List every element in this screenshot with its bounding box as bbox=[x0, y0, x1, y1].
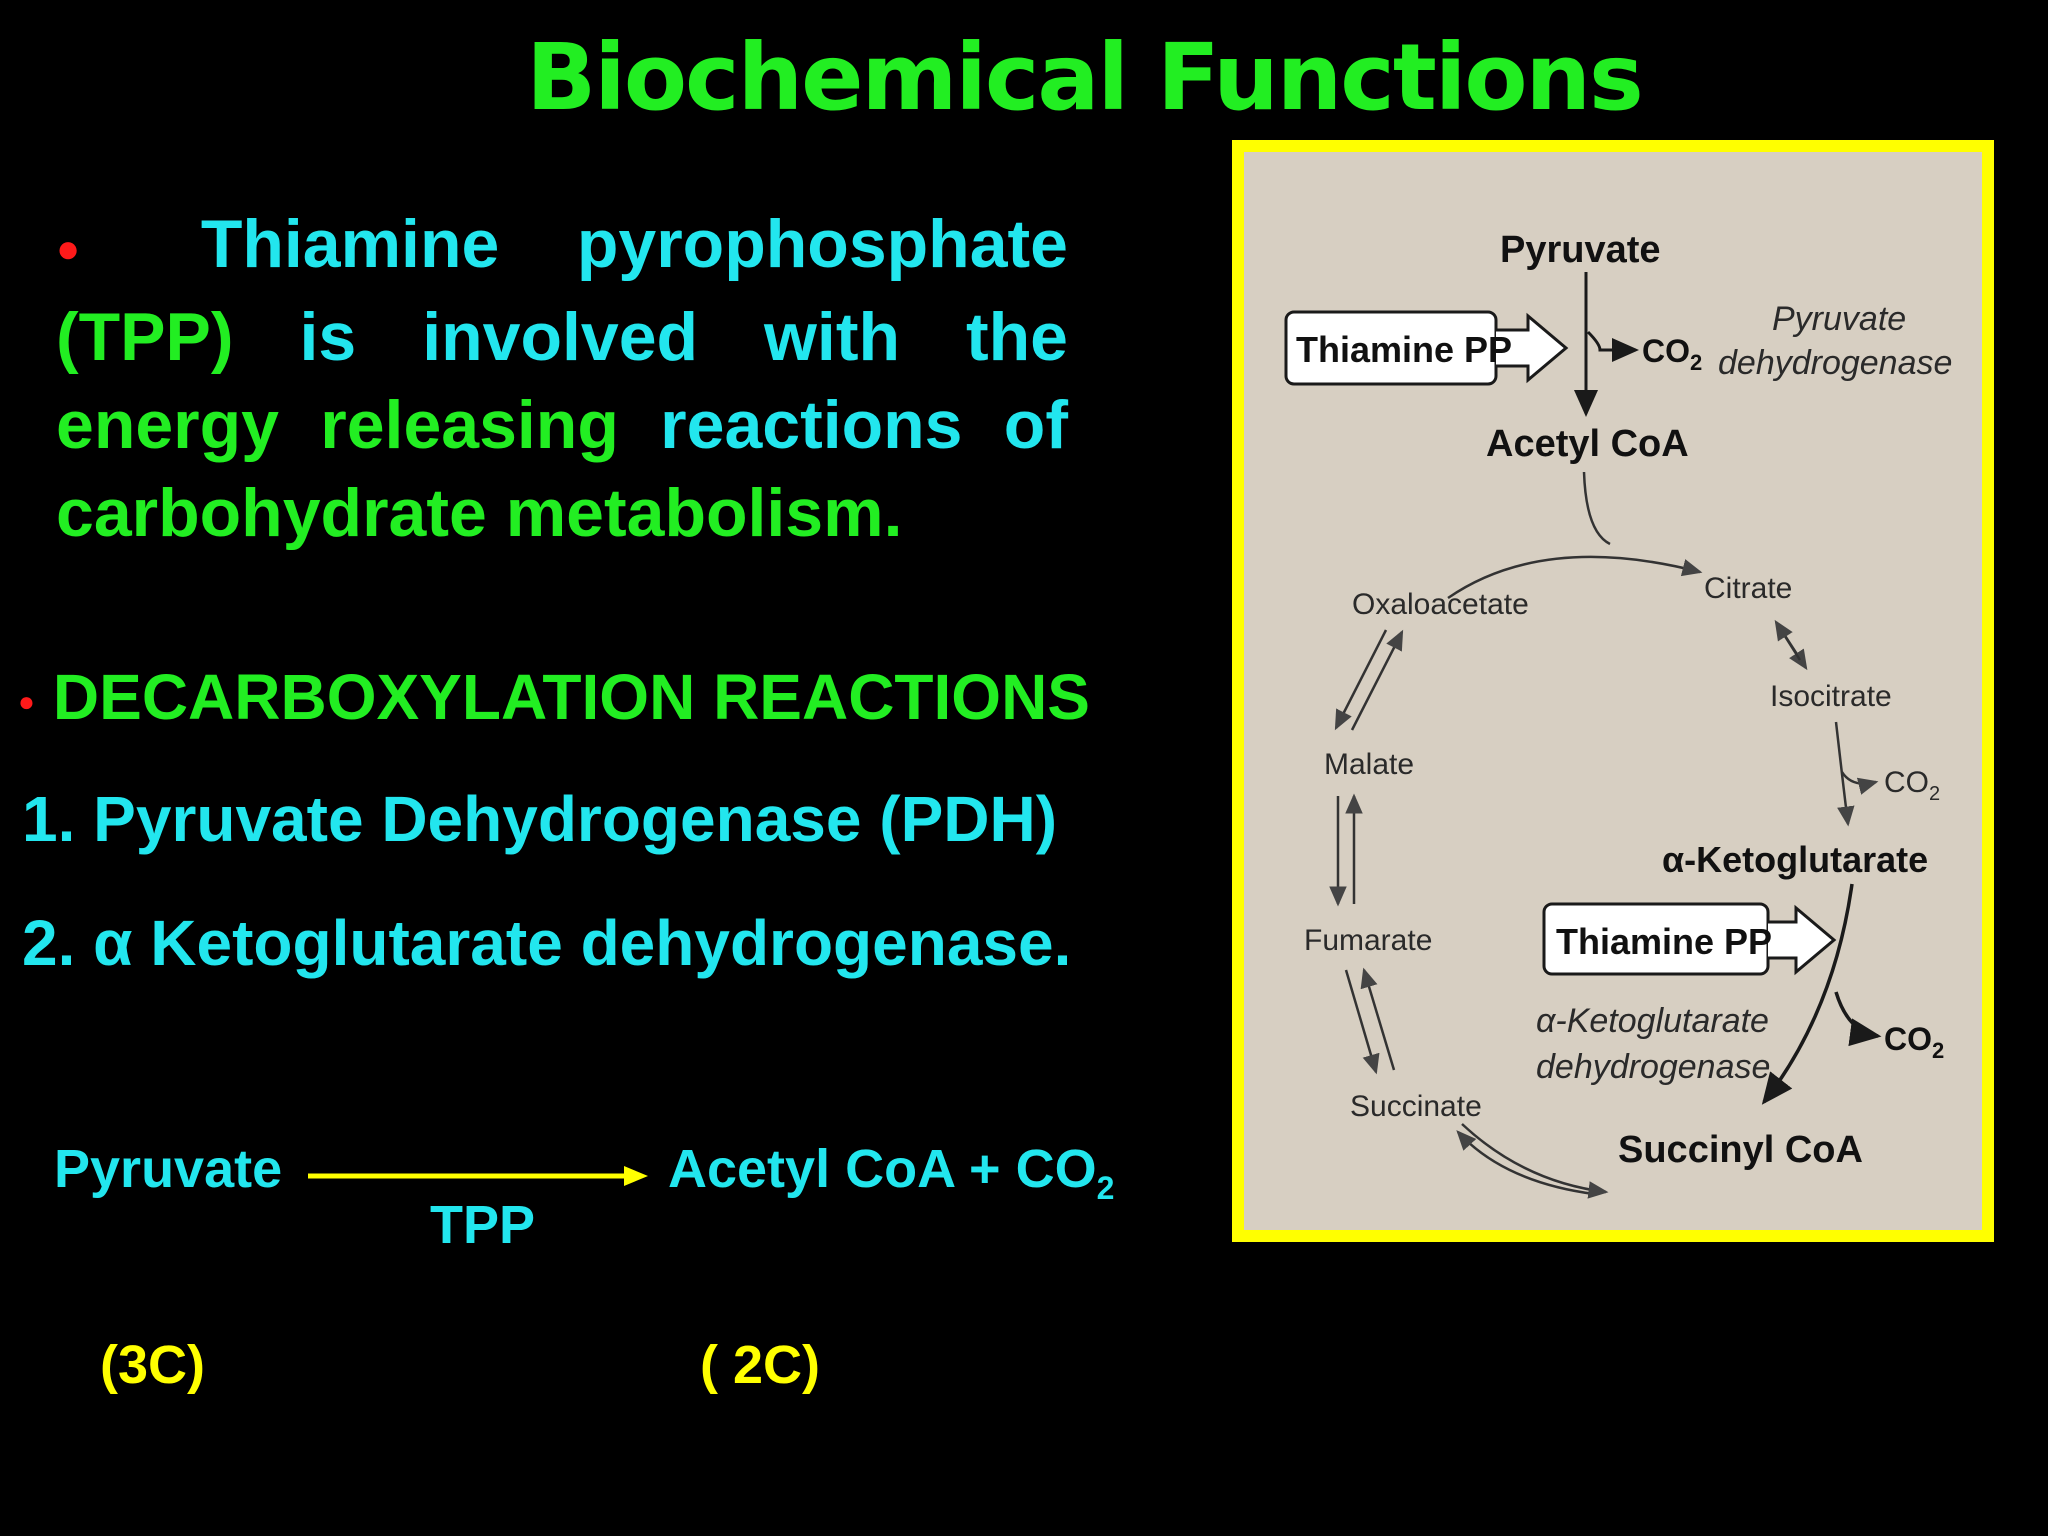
figure-pdh-line2: dehydrogenase bbox=[1718, 344, 1952, 382]
succinate-to-fumarate-arrow bbox=[1360, 967, 1396, 1071]
thiamine-pp-arrow-2 bbox=[1768, 904, 1837, 976]
tpp-abbrev: (TPP) bbox=[56, 299, 234, 376]
figure-oxaloacetate: Oxaloacetate bbox=[1352, 588, 1529, 621]
co2-release-arrow-top bbox=[1586, 330, 1639, 362]
figure-thiamine-pp-2: Thiamine PP bbox=[1556, 921, 1772, 962]
isocitrate-to-akg-arrow bbox=[1834, 721, 1855, 827]
succinylcoa-to-succinate-arrow bbox=[1456, 1130, 1595, 1196]
figure-akgdh-line2: dehydrogenase bbox=[1536, 1048, 1770, 1086]
succinate-to-succinylcoa-arrow bbox=[1461, 1123, 1609, 1199]
figure-succinate: Succinate bbox=[1350, 1090, 1482, 1123]
tpp-involved-text: is involved with the bbox=[299, 299, 1068, 376]
figure-isocitrate: Isocitrate bbox=[1770, 680, 1892, 713]
reaction-product-subscript: 2 bbox=[1096, 1169, 1115, 1206]
figure-co2-top: CO2 bbox=[1642, 333, 1702, 375]
figure-co2-mid: CO2 bbox=[1884, 766, 1940, 805]
reaction-cofactor: TPP bbox=[430, 1195, 536, 1255]
decarboxylation-heading: ● DECARBOXYLATION REACTIONS bbox=[18, 660, 1090, 734]
co2-release-arrow-mid bbox=[1840, 771, 1879, 795]
bullet-dot-icon: ● bbox=[18, 686, 35, 718]
bullet-tpp-statement: ● Thiamine pyrophosphate (TPP) is involve… bbox=[56, 200, 1068, 557]
product-carbon-count: ( 2C) bbox=[700, 1335, 820, 1395]
reaction-arrowhead bbox=[624, 1166, 648, 1186]
figure-co2-bottom: CO2 bbox=[1884, 1021, 1944, 1063]
figure-citrate: Citrate bbox=[1704, 572, 1792, 605]
reactions-text: reactions bbox=[660, 387, 963, 464]
acetylcoa-entry-line bbox=[1582, 471, 1611, 546]
figure-pdh-line1: Pyruvate bbox=[1772, 300, 1906, 338]
enzyme-item-akgdh: 2. α Ketoglutarate dehydrogenase. bbox=[22, 907, 1072, 979]
co2-release-arrow-bottom bbox=[1834, 991, 1882, 1047]
figure-fumarate: Fumarate bbox=[1304, 924, 1432, 957]
figure-alpha-ketoglutarate: α-Ketoglutarate bbox=[1662, 839, 1928, 880]
enzyme-item-pdh: 1. Pyruvate Dehydrogenase (PDH) bbox=[22, 783, 1057, 855]
figure-pyruvate: Pyruvate bbox=[1500, 229, 1661, 271]
bullet-dot-icon: ● bbox=[56, 227, 139, 272]
slide-title: Biochemical Functions bbox=[526, 24, 1644, 131]
reaction-product: Acetyl CoA + CO2 bbox=[668, 1138, 1114, 1207]
krebs-cycle-diagram: Pyruvate CO2 Thiamine PP Pyruvate dehydr… bbox=[1284, 229, 1952, 1199]
reaction-substrate: Pyruvate bbox=[54, 1139, 283, 1199]
energy-releasing-text: energy releasing bbox=[56, 387, 619, 464]
oxaloacetate-to-citrate-arrow bbox=[1447, 555, 1703, 600]
figure-acetyl-coa: Acetyl CoA bbox=[1486, 423, 1689, 465]
carbohydrate-metabolism-text: carbohydrate metabolism. bbox=[56, 475, 903, 552]
figure-malate: Malate bbox=[1324, 748, 1414, 781]
figure-akgdh-line1: α-Ketoglutarate bbox=[1536, 1002, 1769, 1040]
reaction-arrow bbox=[308, 1166, 648, 1186]
tpp-name: Thiamine pyrophosphate bbox=[200, 206, 1068, 282]
figure-thiamine-pp-1: Thiamine PP bbox=[1296, 329, 1512, 370]
oxaloacetate-to-malate-arrow bbox=[1334, 629, 1388, 731]
reaction-product-text: Acetyl CoA + CO bbox=[668, 1139, 1097, 1199]
of-text: of bbox=[1003, 387, 1068, 464]
substrate-carbon-count: (3C) bbox=[100, 1335, 205, 1395]
thiamine-pp-arrow-1 bbox=[1496, 312, 1569, 384]
krebs-cycle-figure: Pyruvate CO2 Thiamine PP Pyruvate dehydr… bbox=[1232, 140, 1994, 1242]
isocitrate-to-citrate-arrow bbox=[1774, 619, 1802, 661]
figure-succinyl-coa: Succinyl CoA bbox=[1618, 1129, 1863, 1171]
decarboxylation-label: DECARBOXYLATION REACTIONS bbox=[52, 661, 1090, 733]
malate-to-oxaloacetate-arrow bbox=[1350, 629, 1404, 731]
akg-to-succinylcoa-arrow bbox=[1761, 883, 1854, 1105]
fumarate-to-succinate-arrow bbox=[1344, 969, 1380, 1075]
